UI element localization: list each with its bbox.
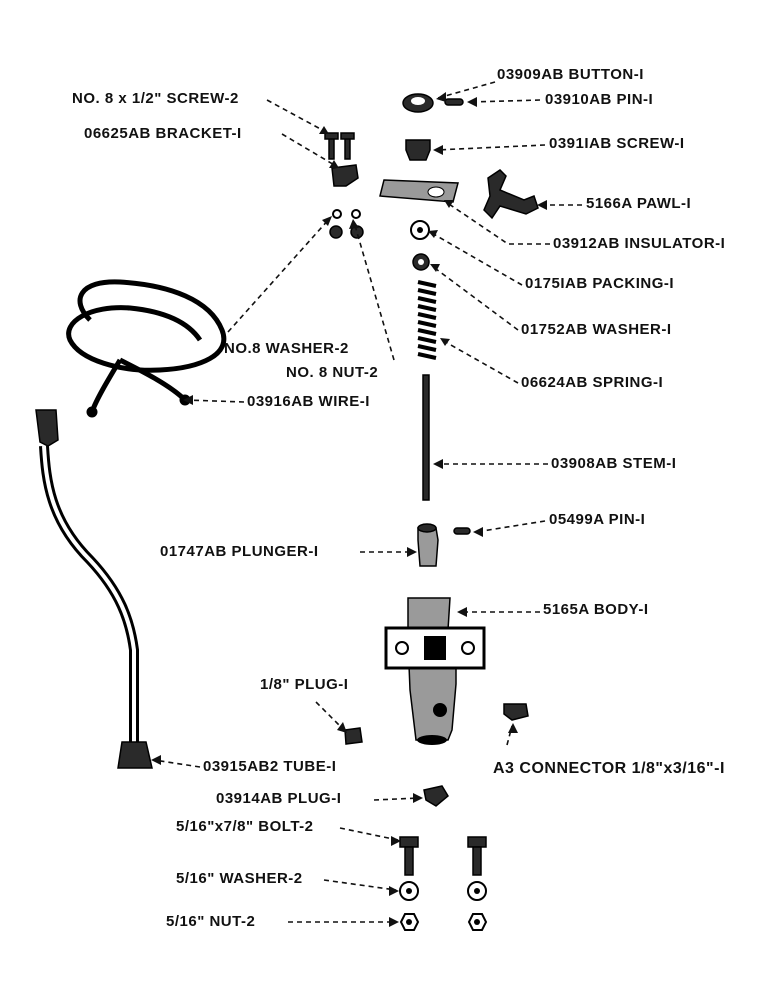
label-no8-washer: NO.8 WASHER-2 <box>224 340 349 357</box>
pin-top-part <box>444 98 464 106</box>
plug-bottom-part <box>423 785 449 807</box>
label-spring: 06624AB SPRING-I <box>521 374 664 391</box>
label-plunger: 01747AB PLUNGER-I <box>160 543 319 560</box>
label-insulator: 03912AB INSULATOR-I <box>553 235 726 252</box>
label-packing: 0175IAB PACKING-I <box>525 275 675 292</box>
arrow-heads <box>151 92 547 927</box>
body-part <box>384 597 486 745</box>
label-washer-small: 01752AB WASHER-I <box>521 321 672 338</box>
tube-part <box>35 409 153 769</box>
label-bolt: 5/16"x7/8" BOLT-2 <box>176 818 314 835</box>
connector-part <box>503 703 529 721</box>
label-pawl: 5166A PAWL-I <box>586 195 692 212</box>
bolts-part <box>399 836 487 876</box>
pawl-part <box>483 169 539 220</box>
label-nut-516: 5/16" NUT-2 <box>166 913 256 930</box>
plug-small-part <box>344 727 363 745</box>
label-screw-top: 0391IAB SCREW-I <box>549 135 685 152</box>
screw-top-part <box>405 139 431 161</box>
plunger-part <box>417 527 439 567</box>
label-bracket: 06625AB BRACKET-I <box>84 125 242 142</box>
label-stem: 03908AB STEM-I <box>551 455 677 472</box>
insulator-part <box>379 179 459 203</box>
label-body: 5165A BODY-I <box>543 601 649 618</box>
label-plug-small: 1/8" PLUG-I <box>260 676 349 693</box>
spring-part <box>417 280 437 360</box>
nuts-516-part <box>399 913 488 931</box>
label-pin-top: 03910AB PIN-I <box>545 91 654 108</box>
label-washer-516: 5/16" WASHER-2 <box>176 870 303 887</box>
label-pin-mid: 05499A PIN-I <box>549 511 646 528</box>
label-button: 03909AB BUTTON-I <box>497 66 644 83</box>
pin-mid-part <box>453 527 471 535</box>
label-screw-bracket: NO. 8 x 1/2" SCREW-2 <box>72 90 239 107</box>
label-connector: A3 CONNECTOR 1/8"x3/16"-I <box>493 760 725 777</box>
leader-lines <box>153 81 582 923</box>
wire-part <box>66 279 227 418</box>
label-wire: 03916AB WIRE-I <box>247 393 370 410</box>
label-plug-bottom: 03914AB PLUG-I <box>216 790 342 807</box>
label-tube: 03915AB2 TUBE-I <box>203 758 337 775</box>
bracket-part <box>331 164 359 187</box>
stem-part <box>422 374 430 501</box>
label-no8-nut: NO. 8 NUT-2 <box>286 364 379 381</box>
bracket-screws <box>324 132 355 160</box>
washers-516-part <box>399 881 487 901</box>
no8-washers-nuts <box>329 209 364 239</box>
